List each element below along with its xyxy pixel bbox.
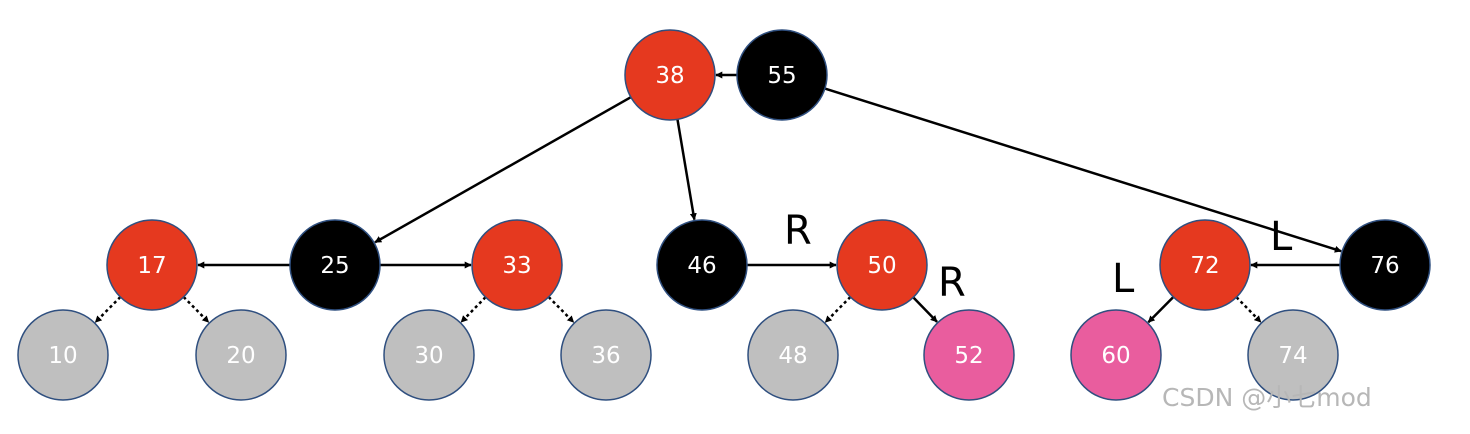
node-label-76: 76 [1370,253,1399,279]
node-74: 74 [1247,309,1339,401]
node-46: 46 [656,219,748,311]
node-label-25: 25 [320,253,349,279]
edge-33-36 [547,296,575,324]
node-38: 38 [624,29,716,121]
node-label-36: 36 [591,343,620,369]
node-label-30: 30 [414,343,443,369]
node-label-72: 72 [1190,253,1219,279]
node-label-74: 74 [1278,343,1307,369]
node-10: 10 [17,309,109,401]
node-circle-38 [624,29,716,121]
edge-38-46 [676,119,697,221]
node-label-20: 20 [226,343,255,369]
edge-17-20 [182,296,210,324]
node-72: 72 [1159,219,1251,311]
edge-50-48 [824,296,852,324]
node-52: 52 [923,309,1015,401]
node-60: 60 [1070,309,1162,401]
node-48: 48 [747,309,839,401]
node-76: 76 [1339,219,1431,311]
watermark: CSDN @小七mod [1162,383,1372,412]
edge-72-60 [1147,296,1175,324]
annotations: R R L L [784,208,1293,306]
edge-33-30 [460,296,487,323]
node-circle-20 [195,309,287,401]
node-circle-48 [747,309,839,401]
node-20: 20 [195,309,287,401]
node-label-50: 50 [867,253,896,279]
node-17: 17 [106,219,198,311]
node-36: 36 [560,309,652,401]
edges [94,71,1342,324]
edge-38-25 [374,96,632,244]
edge-72-74 [1235,296,1262,323]
node-circle-10 [17,309,109,401]
node-circle-25 [289,219,381,311]
node-label-60: 60 [1101,343,1130,369]
node-circle-46 [656,219,748,311]
edge-17-10 [94,296,122,324]
node-circle-52 [923,309,1015,401]
node-circle-74 [1247,309,1339,401]
node-label-48: 48 [778,343,807,369]
node-circle-50 [836,219,928,311]
node-55: 55 [736,29,828,121]
node-circle-76 [1339,219,1431,311]
node-label-38: 38 [655,63,684,89]
node-label-17: 17 [137,253,166,279]
node-circle-60 [1070,309,1162,401]
node-label-10: 10 [48,343,77,369]
node-label-55: 55 [767,63,796,89]
node-label-33: 33 [502,253,531,279]
node-circle-72 [1159,219,1251,311]
node-30: 30 [383,309,475,401]
node-circle-33 [471,219,563,311]
node-circle-36 [560,309,652,401]
node-33: 33 [471,219,563,311]
node-circle-17 [106,219,198,311]
node-circle-30 [383,309,475,401]
annotation-l-76-72: L [1270,214,1293,260]
annotation-l-72-60: L [1112,256,1135,302]
nodes: 38 55 17 25 33 46 50 72 76 10 20 30 36 48 52 60 74 [17,29,1431,401]
node-circle-55 [736,29,828,121]
annotation-r-50-52: R [938,260,966,306]
edge-55-76 [824,87,1342,253]
node-label-52: 52 [954,343,983,369]
annotation-r-46-50: R [784,208,812,254]
edge-50-52 [912,296,938,323]
node-25: 25 [289,219,381,311]
node-label-46: 46 [687,253,716,279]
node-50: 50 [836,219,928,311]
